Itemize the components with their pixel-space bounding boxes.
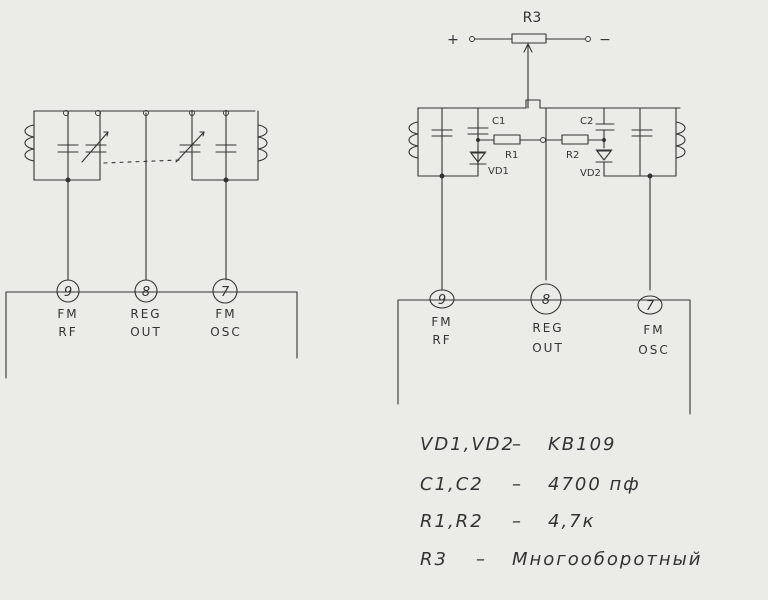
legend-value: KB109 xyxy=(548,434,617,455)
pin-label: REG xyxy=(130,307,161,321)
pin-leads xyxy=(67,112,227,281)
node xyxy=(95,110,101,116)
pin-number: 8 xyxy=(542,293,550,308)
pin-7-circle xyxy=(212,278,238,304)
legend-dash: – xyxy=(512,434,523,455)
right-ic-outline xyxy=(397,299,691,415)
parts-legend: VD1,VD2 – KB109 C1,C2 – 4700 пф R1,R2 – … xyxy=(420,434,703,570)
left-circuit: 9 8 7 FM RF REG OUT FM OSC xyxy=(5,110,298,379)
vd2-label: VD2 xyxy=(580,168,601,179)
pin-number: 7 xyxy=(221,285,230,300)
wiper-arrow-icon xyxy=(523,43,533,109)
legend-parts: C1,C2 xyxy=(420,474,484,495)
varicap-branch xyxy=(441,107,479,177)
pin-label: OSC xyxy=(210,325,241,339)
resistor-icon xyxy=(511,33,547,44)
legend-value: Многооборотный xyxy=(512,549,703,570)
coil-icon xyxy=(408,121,419,159)
pin-label: RF xyxy=(432,333,451,347)
pin-label: FM xyxy=(643,323,664,337)
variable-capacitor-icon xyxy=(81,131,109,163)
pot-label: R3 xyxy=(523,10,542,26)
variable-capacitor-icon xyxy=(175,131,205,163)
vd1-diode-icon xyxy=(469,151,487,165)
c2-capacitor-icon xyxy=(595,107,615,149)
pin-9-circle xyxy=(429,289,455,309)
pin-7-circle xyxy=(637,295,663,315)
legend-dash: – xyxy=(476,549,487,570)
pin-label: FM xyxy=(431,315,452,329)
r2-resistor-icon xyxy=(561,134,589,145)
vd1-label: VD1 xyxy=(488,166,509,177)
legend-value: 4700 пф xyxy=(548,474,641,495)
minus-sign: − xyxy=(599,32,611,48)
node xyxy=(189,110,195,116)
right-circuit: R3 + − C1 VD1 R1 R2 xyxy=(397,10,691,415)
pin-number: 8 xyxy=(142,285,150,300)
vd2-diode-icon xyxy=(595,149,613,177)
capacitor-icon xyxy=(631,129,653,137)
plus-sign: + xyxy=(447,32,459,48)
pin-label: OUT xyxy=(130,325,162,339)
pin-leads xyxy=(441,175,651,291)
wiper-junction xyxy=(525,99,541,109)
node xyxy=(540,137,546,143)
r1-resistor-icon xyxy=(493,134,521,145)
legend-parts: VD1,VD2 xyxy=(420,434,515,455)
pin-label: FM xyxy=(57,307,78,321)
terminal xyxy=(585,36,591,42)
c1-label: C1 xyxy=(492,116,505,127)
r2-label: R2 xyxy=(566,150,579,161)
pin-label: OUT xyxy=(532,341,564,355)
junction xyxy=(476,138,480,142)
capacitor-icon xyxy=(215,144,237,153)
gang-link xyxy=(103,159,181,164)
legend-dash: – xyxy=(512,511,523,532)
capacitor-icon xyxy=(57,144,79,153)
capacitor-icon xyxy=(431,129,453,137)
pin-label: REG xyxy=(532,321,563,335)
c2-label: C2 xyxy=(580,116,593,127)
legend-parts: R1,R2 xyxy=(420,511,484,532)
pin-number: 9 xyxy=(64,285,72,300)
legend-parts: R3 xyxy=(420,549,448,570)
pin-label: OSC xyxy=(638,343,669,357)
node xyxy=(63,110,69,116)
left-tank-frame xyxy=(417,107,443,177)
left-ic-outline xyxy=(5,291,298,379)
right-tank-frame xyxy=(639,107,677,177)
pin-9-circle xyxy=(56,279,80,303)
legend-dash: – xyxy=(512,474,523,495)
pin-number: 7 xyxy=(646,299,655,314)
pin-label: RF xyxy=(58,325,77,339)
coil-icon xyxy=(675,121,686,159)
coil-icon xyxy=(24,124,35,162)
pin-8-circle xyxy=(530,283,562,315)
coil-icon xyxy=(257,124,268,162)
r1-label: R1 xyxy=(505,150,518,161)
pin-label: FM xyxy=(215,307,236,321)
terminal xyxy=(469,36,475,42)
node xyxy=(223,110,229,116)
legend-value: 4,7к xyxy=(548,511,596,532)
pin-number: 9 xyxy=(438,293,446,308)
pin-8-circle xyxy=(134,279,158,303)
